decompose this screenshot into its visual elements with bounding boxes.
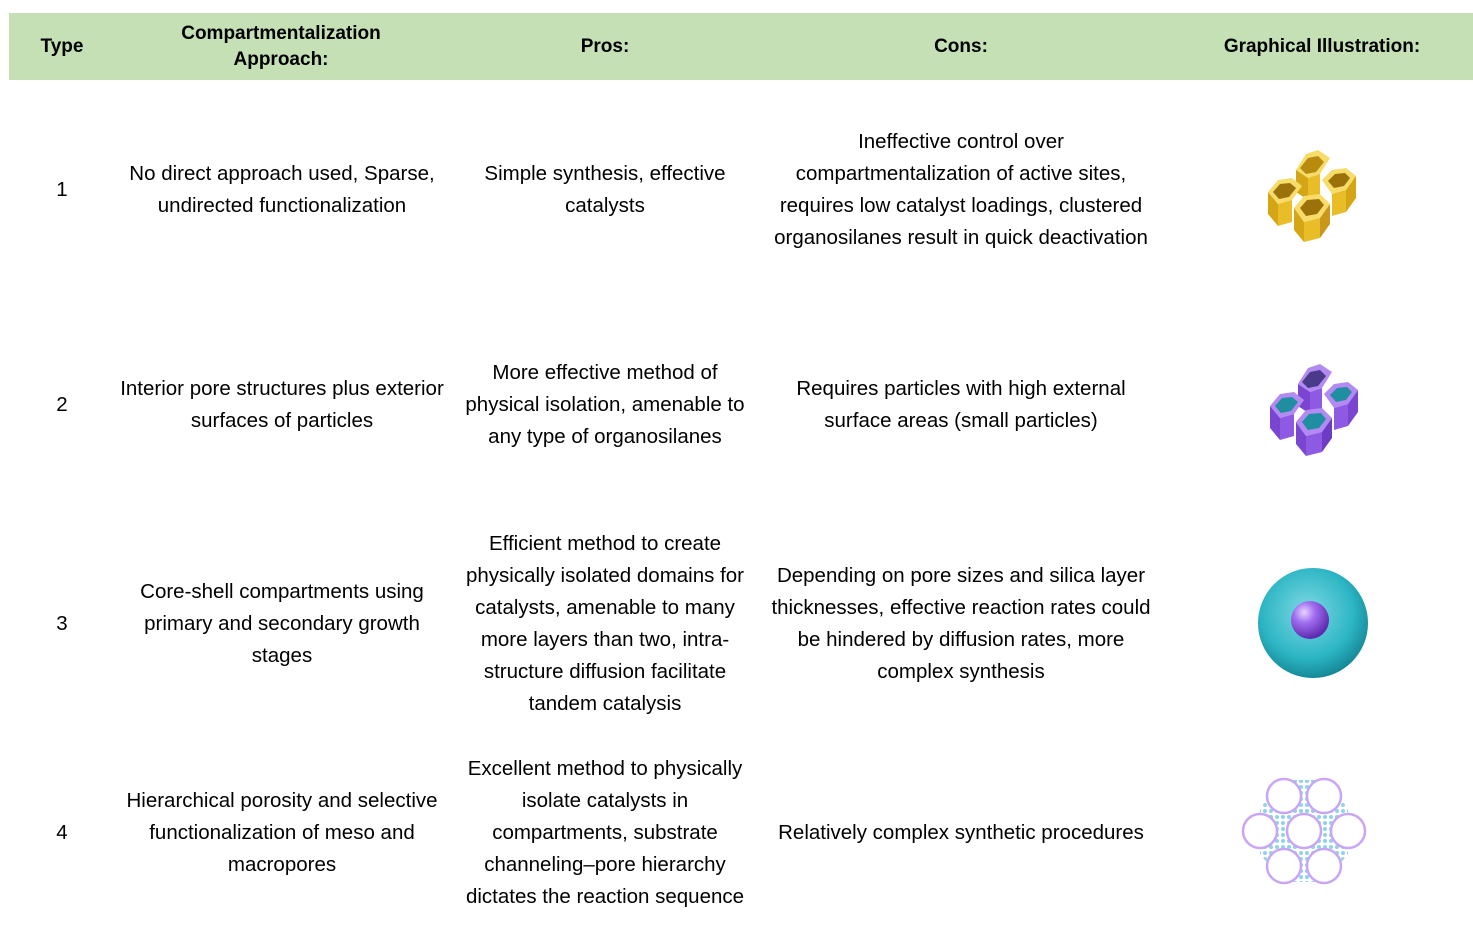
row-2-type: 2 <box>56 393 68 416</box>
yellow-hexagonal-pores-icon <box>1268 150 1356 242</box>
row-3-approach: Core-shell compartments using primary an… <box>140 580 424 667</box>
header-approach: Compartmentalization Approach: <box>181 22 381 70</box>
row-3-pros: Efficient method to create physically is… <box>465 532 745 715</box>
header-type: Type <box>40 35 84 57</box>
row-3-type: 3 <box>56 612 68 635</box>
header-pros: Pros: <box>580 35 630 57</box>
row-2-cons: Requires particles with high external su… <box>796 377 1126 432</box>
row-4-approach: Hierarchical porosity and selective func… <box>126 789 438 876</box>
row-4-type: 4 <box>56 821 68 844</box>
row-3-cons: Depending on pore sizes and silica layer… <box>771 564 1151 683</box>
row-2-pros: More effective method of physical isolat… <box>465 361 745 448</box>
row-1-approach: No direct approach used, Sparse, undirec… <box>129 162 435 217</box>
row-1-cons: Ineffective control over compartmentaliz… <box>774 130 1148 249</box>
table-header <box>9 13 1473 80</box>
row-1-type: 1 <box>56 178 68 201</box>
row-2-approach: Interior pore structures plus exterior s… <box>120 377 444 432</box>
row-4-cons: Relatively complex synthetic procedures <box>778 821 1144 844</box>
row-1-pros: Simple synthesis, effective catalysts <box>484 162 726 217</box>
purple-hexagonal-pores-icon <box>1270 364 1358 456</box>
core-shell-sphere-icon <box>1258 568 1368 678</box>
hierarchical-pores-icon <box>1241 777 1367 885</box>
header-cons: Cons: <box>934 35 988 57</box>
header-illustration: Graphical Illustration: <box>1223 35 1421 57</box>
row-4-pros: Excellent method to physically isolate c… <box>465 757 745 908</box>
